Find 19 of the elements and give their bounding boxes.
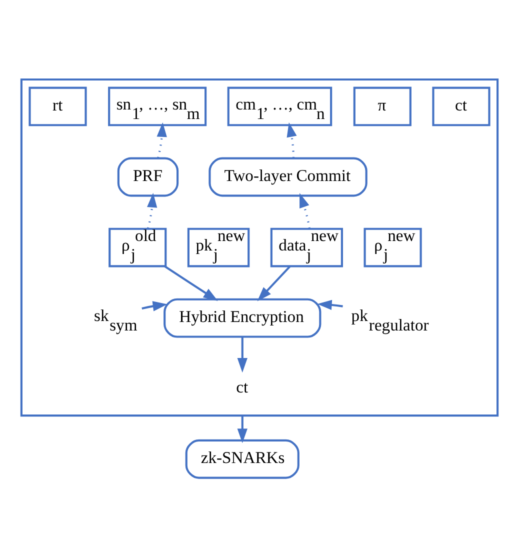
arrow: [236, 337, 247, 373]
arrow: [286, 122, 296, 158]
cluster: [20, 78, 498, 417]
arrow: [146, 192, 157, 229]
node-box: π: [352, 86, 411, 126]
node-box: Two-layer Commit: [208, 157, 367, 197]
arrow: [299, 193, 310, 229]
node-text: ct: [236, 378, 248, 397]
arrow: [236, 416, 247, 444]
node-box: Hybrid Encryption: [163, 298, 321, 338]
arrow: [141, 301, 167, 312]
arrow: [256, 266, 290, 302]
arrow: [164, 266, 218, 302]
arrow: [156, 122, 166, 158]
node-box: rt: [28, 86, 86, 126]
node-box: ct: [432, 86, 490, 126]
arrow: [316, 300, 342, 310]
node-box: PRF: [116, 157, 178, 197]
node-box: zk-SNARKs: [184, 439, 299, 479]
